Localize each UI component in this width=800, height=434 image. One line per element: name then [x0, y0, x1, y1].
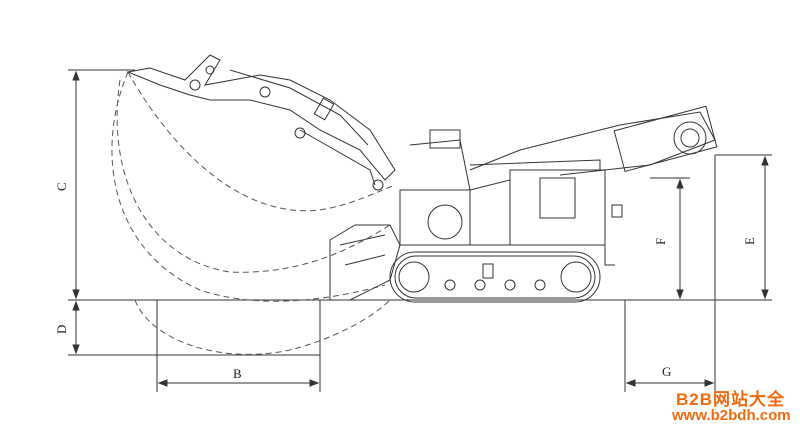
crawler-track: [389, 251, 601, 303]
dimension-f: [676, 178, 684, 300]
boom-arm: [126, 54, 396, 191]
label-c: C: [54, 182, 69, 191]
label-f: F: [653, 238, 668, 245]
machine-body: [399, 105, 718, 266]
label-b: B: [233, 366, 242, 381]
label-d: D: [54, 325, 69, 334]
watermark-title: B2B网站大全: [676, 390, 786, 409]
bucket-trajectories: [111, 71, 396, 355]
loading-apron: [329, 224, 401, 301]
label-e: E: [742, 237, 757, 245]
dimension-b: [157, 379, 320, 387]
dimension-d: [72, 300, 80, 355]
watermark-url: www.b2bdh.com: [672, 407, 791, 424]
dimension-e: [761, 155, 769, 300]
label-g: G: [662, 364, 671, 379]
dimension-c: [72, 70, 80, 300]
dimension-g: [625, 379, 715, 387]
